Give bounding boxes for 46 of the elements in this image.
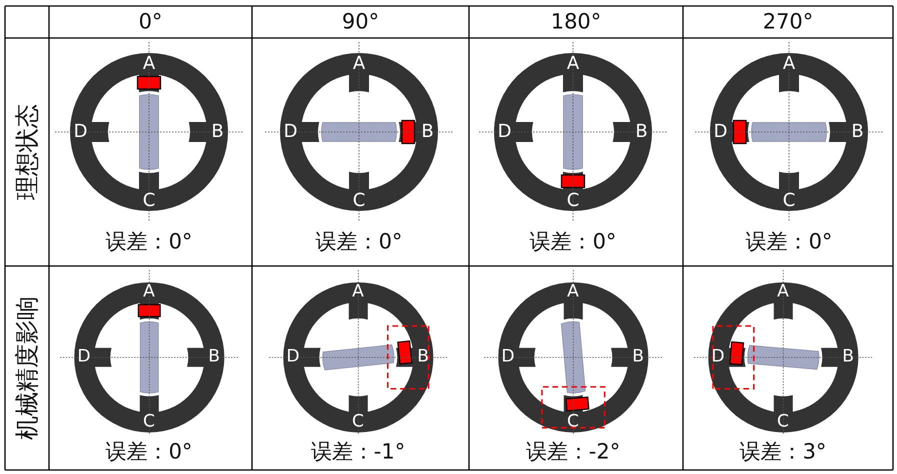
- pole-label: C: [142, 192, 156, 210]
- pole-label: A: [143, 283, 155, 300]
- row-header: 理想状态: [15, 104, 39, 200]
- pole-label: A: [566, 54, 580, 72]
- pole-label: B: [842, 348, 854, 366]
- pole-label: B: [208, 348, 220, 366]
- pole-label: B: [417, 348, 429, 366]
- error-caption: 误差：0°: [106, 442, 192, 462]
- pole-label: D: [286, 348, 300, 366]
- pole-label: C: [352, 414, 364, 431]
- pole-label: A: [777, 283, 789, 300]
- pole-label: A: [352, 283, 364, 300]
- pole-label: C: [143, 414, 155, 431]
- error-caption: 误差：0°: [746, 232, 832, 252]
- error-caption: 误差：-1°: [310, 442, 406, 462]
- error-caption: 误差：0°: [316, 232, 402, 252]
- pole-label: D: [714, 123, 728, 141]
- pole-label: B: [421, 123, 434, 141]
- pole-label: C: [566, 192, 580, 210]
- error-caption: 误差：0°: [530, 232, 616, 252]
- pole-label: A: [782, 54, 796, 72]
- column-header: 270°: [762, 12, 814, 32]
- pole-label: B: [632, 348, 644, 366]
- pole-label: C: [567, 414, 579, 431]
- error-caption: 误差：-2°: [526, 442, 620, 462]
- pole-label: D: [284, 123, 298, 141]
- column-header: 90°: [342, 12, 380, 32]
- error-caption: 误差：0°: [106, 232, 192, 252]
- error-caption: 误差：3°: [740, 442, 826, 462]
- pole-label: D: [711, 348, 724, 366]
- pole-label: B: [211, 123, 224, 141]
- pole-label: D: [501, 348, 514, 366]
- pole-label: A: [352, 54, 366, 72]
- column-header: 180°: [550, 12, 602, 32]
- column-header: 0°: [138, 12, 162, 32]
- row-header: 机械精度影响: [15, 296, 39, 440]
- pole-label: D: [74, 123, 88, 141]
- pole-label: A: [567, 283, 579, 300]
- pole-label: A: [142, 54, 156, 72]
- pole-label: C: [782, 192, 796, 210]
- pole-label: B: [635, 123, 648, 141]
- pole-label: D: [77, 348, 90, 366]
- pole-label: C: [352, 192, 366, 210]
- pole-label: D: [498, 123, 512, 141]
- pole-label: C: [777, 414, 789, 431]
- pole-label: B: [851, 123, 864, 141]
